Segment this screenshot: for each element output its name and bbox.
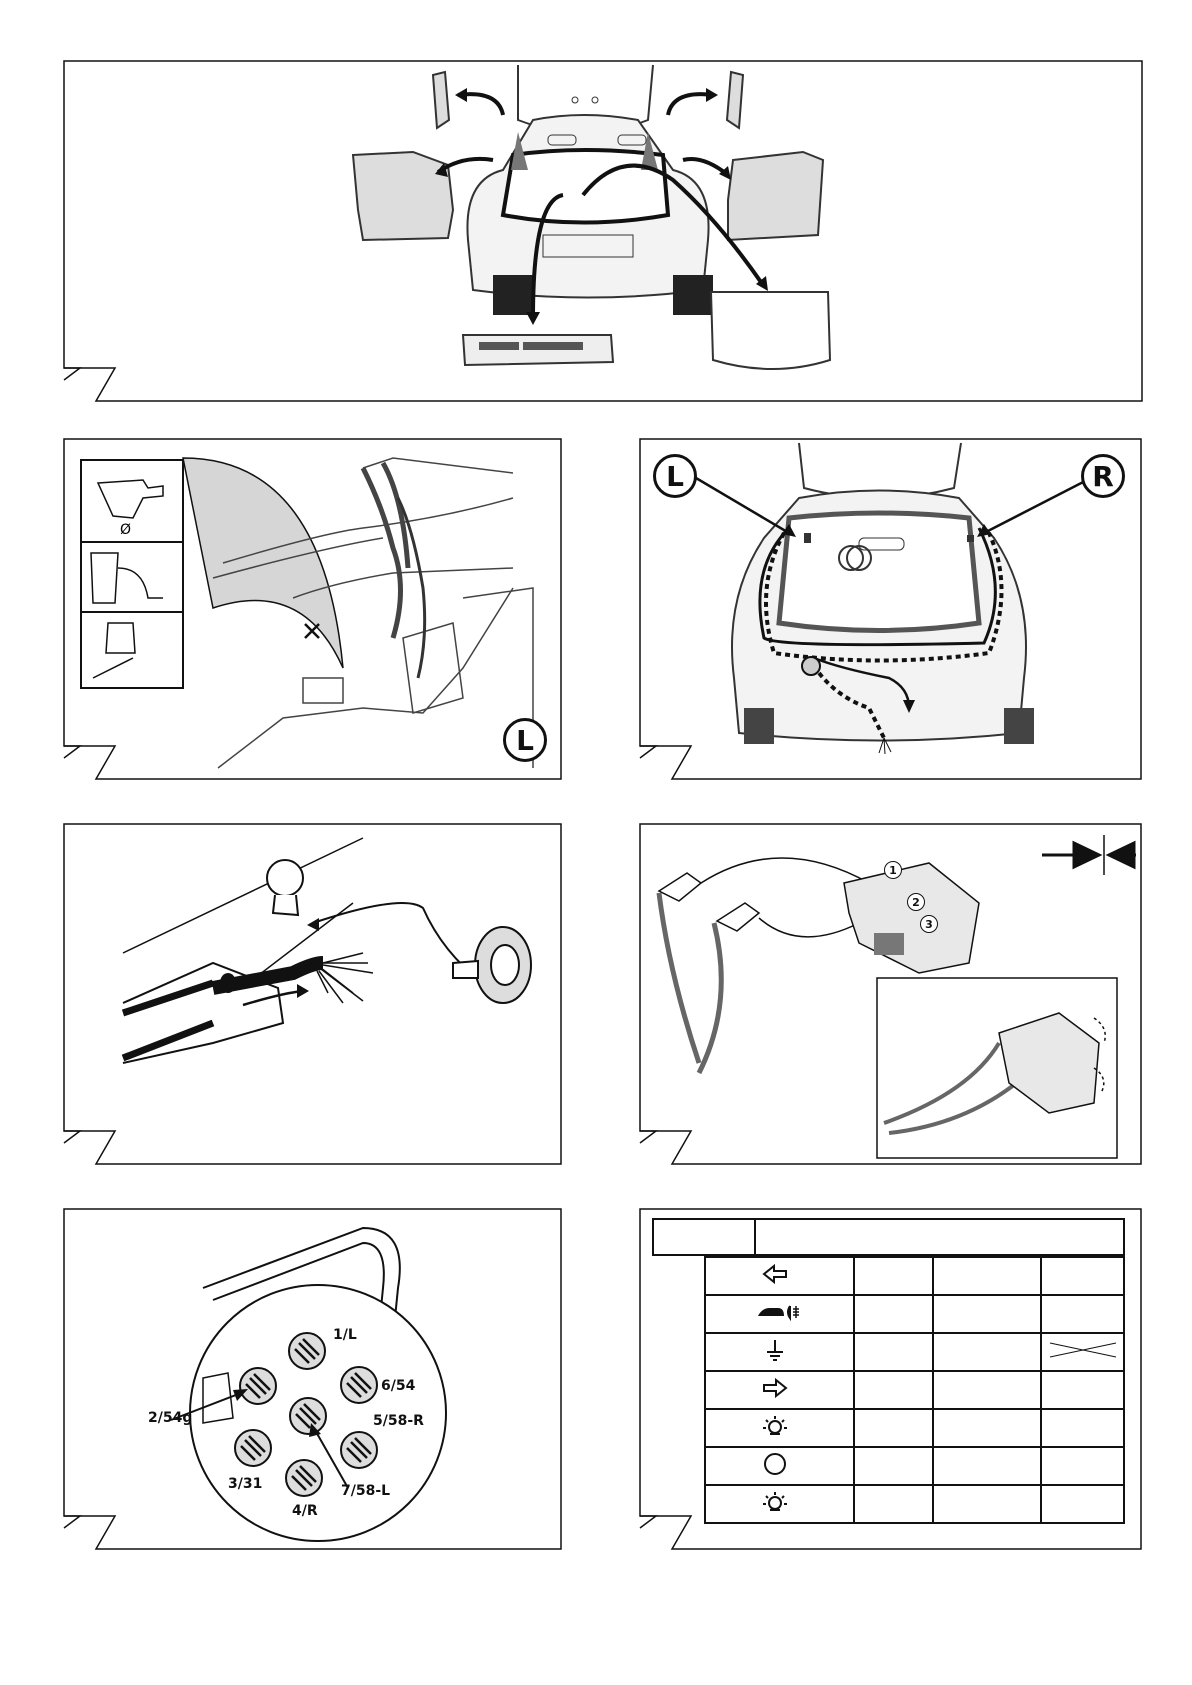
value-cell [933, 1295, 1041, 1333]
side-badge-left: L [503, 718, 547, 762]
value-cell [854, 1409, 933, 1447]
car-rear-open-tailgate-illustration [63, 60, 1143, 402]
wiring-table-row [705, 1295, 1124, 1333]
wiring-table-header [652, 1218, 1125, 1256]
tail-light-icon [756, 1414, 802, 1438]
brake-light-icon [756, 1452, 802, 1476]
socket-bracket-hole [802, 657, 820, 675]
panel-step2-drilling: Ø L [63, 438, 562, 780]
value-cell [854, 1371, 933, 1409]
panel-step6-socket-pinout: 1/L 2/54g 3/31 4/R 5/58-R 6/54 7/58-L [63, 1208, 562, 1550]
value-cell [1041, 1409, 1124, 1447]
boot-interior-drill-point-illustration: Ø [63, 438, 562, 780]
right-tail-light-part [727, 72, 743, 128]
value-cell [933, 1409, 1041, 1447]
towball [267, 860, 303, 896]
value-cell [854, 1333, 933, 1371]
towbar-socket-cable-illustration [63, 823, 562, 1165]
press-together-icon [1042, 835, 1136, 875]
header-cell-2 [755, 1219, 1124, 1255]
symbol-cell [705, 1371, 854, 1409]
wiring-table-row [705, 1333, 1124, 1371]
wiring-table-row [705, 1447, 1124, 1485]
boot-floor-panel-part [711, 292, 830, 369]
left-tail-light-part [433, 72, 449, 128]
not-applicable-cell [1041, 1333, 1124, 1371]
pin-label-5: 5/58-R [373, 1413, 424, 1429]
wiring-table-row [705, 1257, 1124, 1295]
panel-step1-trim-removal [63, 60, 1143, 402]
pin-label-7: 7/58-L [341, 1483, 390, 1499]
panel-step5-connector-assembly: 1 2 3 [639, 823, 1142, 1165]
value-cell [1041, 1295, 1124, 1333]
value-cell [1041, 1257, 1124, 1295]
wiring-table-row [705, 1371, 1124, 1409]
left-side-trim-part [353, 152, 453, 240]
symbol-cell [705, 1257, 854, 1295]
symbol-cell [705, 1485, 854, 1523]
pin-label-4: 4/R [292, 1503, 318, 1519]
value-cell [933, 1485, 1041, 1523]
wiring-table [704, 1256, 1125, 1524]
pin-label-3: 3/31 [228, 1476, 262, 1492]
pin-label-1: 1/L [333, 1327, 357, 1343]
pin-label-2: 2/54g [148, 1410, 192, 1426]
value-cell [933, 1371, 1041, 1409]
callout-2: 2 [907, 893, 925, 911]
cable-wires [317, 953, 373, 1003]
panel-step4-cable-insert [63, 823, 562, 1165]
right-turn-arrow-icon [756, 1376, 802, 1400]
value-cell [854, 1257, 933, 1295]
side-badge-left: L [653, 454, 697, 498]
socket-face-illustration [63, 1208, 562, 1550]
left-turn-arrow-icon [756, 1262, 802, 1286]
callout-1: 1 [884, 861, 902, 879]
car-rear-harness-route-illustration [639, 438, 1142, 780]
value-cell [933, 1447, 1041, 1485]
side-badge-right: R [1081, 454, 1125, 498]
wiring-table-row [705, 1409, 1124, 1447]
symbol-cell [705, 1295, 854, 1333]
value-cell [1041, 1485, 1124, 1523]
value-cell [1041, 1447, 1124, 1485]
value-cell [854, 1485, 933, 1523]
panel-step3-harness-routing: L R [639, 438, 1142, 780]
drill-position-mark [305, 624, 319, 638]
wiring-table-row [705, 1485, 1124, 1523]
fog-light-icon [756, 1300, 802, 1324]
symbol-cell [705, 1447, 854, 1485]
connector-housing-part [844, 863, 979, 973]
panel-step7-wiring-table [639, 1208, 1142, 1550]
header-cell-1 [653, 1219, 755, 1255]
value-cell [854, 1447, 933, 1485]
ground-icon [756, 1338, 802, 1362]
symbol-cell [705, 1409, 854, 1447]
callout-3: 3 [920, 915, 938, 933]
diameter-symbol-icon: Ø [120, 522, 131, 538]
right-side-trim-part [728, 152, 823, 240]
cross-out-icon [1048, 1339, 1118, 1361]
tail-light-icon [756, 1490, 802, 1514]
value-cell [933, 1257, 1041, 1295]
value-cell [933, 1333, 1041, 1371]
pin-label-6: 6/54 [381, 1378, 415, 1394]
value-cell [1041, 1371, 1124, 1409]
symbol-cell [705, 1333, 854, 1371]
value-cell [854, 1295, 933, 1333]
